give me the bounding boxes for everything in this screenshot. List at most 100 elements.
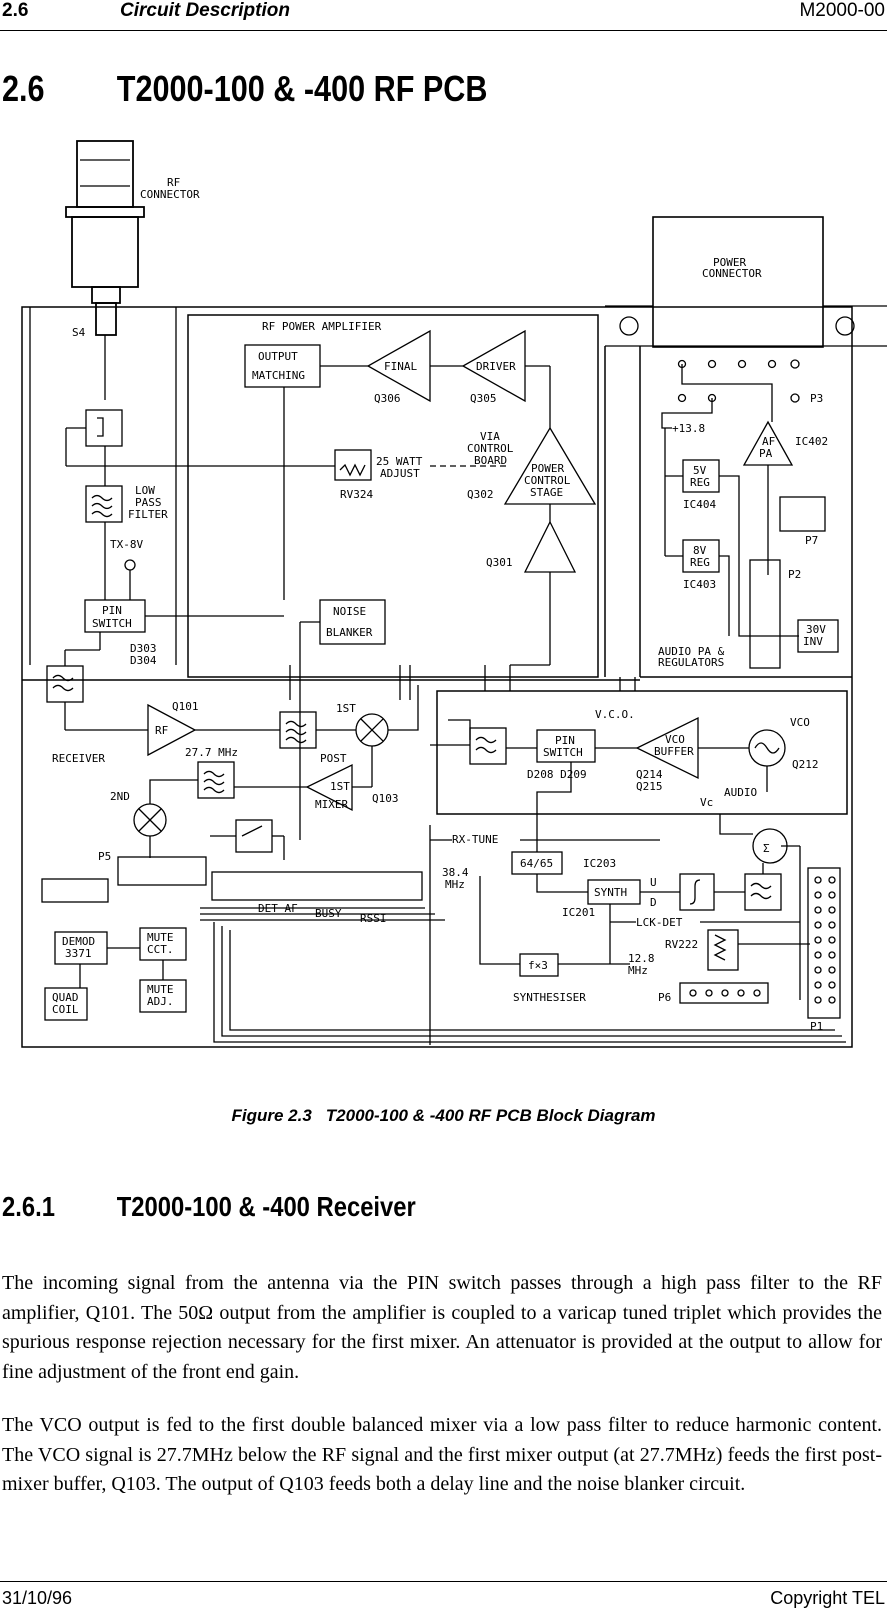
svg-text:P1: P1 — [810, 1020, 823, 1033]
svg-text:AF: AF — [762, 435, 775, 448]
page-footer: 31/10/96 Copyright TEL — [0, 1581, 887, 1614]
s4-label: S4 — [72, 326, 86, 339]
fx3-box — [519, 953, 559, 977]
svg-text:D304: D304 — [130, 654, 157, 667]
pin-switch-vco — [536, 729, 596, 763]
rf-connector — [65, 140, 145, 336]
loop-filter-box — [744, 873, 782, 911]
footer-copyright: Copyright TEL — [770, 1588, 885, 1608]
svg-text:REGULATORS: REGULATORS — [658, 656, 724, 669]
svg-text:+13.8: +13.8 — [672, 422, 705, 435]
svg-text:RSSI: RSSI — [360, 912, 387, 925]
svg-text:1ST: 1ST — [336, 702, 356, 715]
svg-text:LOW: LOW — [135, 484, 155, 497]
svg-text:SWITCH: SWITCH — [92, 617, 132, 630]
svg-text:RX-TUNE: RX-TUNE — [452, 833, 498, 846]
svg-text:D: D — [650, 896, 657, 909]
svg-text:Σ: Σ — [763, 842, 770, 855]
svg-text:Q212: Q212 — [792, 758, 819, 771]
rv324-trimmer — [334, 449, 372, 481]
svg-text:SWITCH: SWITCH — [543, 746, 583, 759]
svg-text:38.4: 38.4 — [442, 866, 469, 879]
svg-text:Q214: Q214 — [636, 768, 663, 781]
svg-text:DEMOD: DEMOD — [62, 935, 95, 948]
low-pass-filter — [85, 485, 123, 523]
figure-caption-text: T2000-100 & -400 RF PCB Block Diagram — [325, 1106, 656, 1125]
svg-text:TX-8V: TX-8V — [110, 538, 143, 551]
synthesiser-label: SYNTHESISER — [513, 991, 586, 1004]
svg-text:3371: 3371 — [65, 947, 92, 960]
svg-text:MATCHING: MATCHING — [252, 369, 305, 382]
svg-text:BLANKER: BLANKER — [326, 626, 373, 639]
svg-text:INV: INV — [803, 635, 823, 648]
body-paragraph: The incoming signal from the antenna via… — [2, 1272, 882, 1383]
svg-text:MUTE: MUTE — [147, 983, 174, 996]
svg-text:VIA: VIA — [480, 430, 500, 443]
svg-text:P3: P3 — [810, 392, 823, 405]
svg-text:Q101: Q101 — [172, 700, 199, 713]
blanker-switch — [235, 819, 273, 853]
block-diagram: RF CONNECTOR POWER CONNECTOR S4 LOW PASS… — [21, 140, 887, 1048]
svg-text:27.7 MHz: 27.7 MHz — [185, 746, 238, 759]
q301-stage — [523, 520, 577, 573]
rv222-trimmer — [707, 929, 739, 971]
mhz277-filter — [197, 761, 235, 799]
receiver-label: RECEIVER — [52, 752, 105, 765]
svg-text:V.C.O.: V.C.O. — [595, 708, 635, 721]
svg-text:CCT.: CCT. — [147, 943, 174, 956]
svg-text:POST: POST — [320, 752, 347, 765]
svg-text:COIL: COIL — [52, 1003, 79, 1016]
svg-text:P7: P7 — [805, 534, 818, 547]
svg-text:RF: RF — [155, 724, 168, 737]
svg-text:P2: P2 — [788, 568, 801, 581]
section-number: 2.6 — [2, 68, 45, 109]
rf-amplifier — [147, 703, 197, 757]
svg-text:PA: PA — [759, 447, 773, 460]
svg-text:QUAD: QUAD — [52, 991, 79, 1004]
svg-text:ADJ.: ADJ. — [147, 995, 174, 1008]
svg-text:BUFFER: BUFFER — [654, 745, 694, 758]
integrator-box — [679, 873, 715, 911]
svg-text:IC203: IC203 — [583, 857, 616, 870]
rf-connector-label: RF — [167, 176, 180, 189]
svg-text:PASS: PASS — [135, 496, 162, 509]
svg-text:MHz: MHz — [445, 878, 465, 891]
svg-text:SYNTH: SYNTH — [594, 886, 627, 899]
svg-text:Q305: Q305 — [470, 392, 497, 405]
p2-connector — [749, 559, 781, 669]
svg-text:1ST: 1ST — [330, 780, 350, 793]
svg-text:CONTROL: CONTROL — [524, 474, 571, 487]
svg-text:Q302: Q302 — [467, 488, 494, 501]
svg-text:30V: 30V — [806, 623, 826, 636]
svg-text:8V: 8V — [693, 544, 707, 557]
svg-text:POWER: POWER — [531, 462, 564, 475]
svg-text:P6: P6 — [658, 991, 671, 1004]
rf-power-amp-title: RF POWER AMPLIFIER — [262, 320, 382, 333]
power-connector — [605, 216, 887, 348]
svg-text:12.8: 12.8 — [628, 952, 655, 965]
svg-text:REG: REG — [690, 476, 710, 489]
p5-connector — [117, 856, 207, 886]
svg-text:IC403: IC403 — [683, 578, 716, 591]
header-title: Circuit Description — [120, 0, 290, 21]
page-header: 2.6 Circuit Description M2000-00 — [0, 0, 887, 31]
svg-text:Q103: Q103 — [372, 792, 399, 805]
rf-connector-label: CONNECTOR — [140, 188, 200, 201]
svg-text:AUDIO: AUDIO — [724, 786, 757, 799]
svg-text:25 WATT: 25 WATT — [376, 455, 423, 468]
svg-text:PIN: PIN — [102, 604, 122, 617]
quad-coil-box — [44, 987, 88, 1021]
svg-text:f×3: f×3 — [528, 959, 548, 972]
svg-text:NOISE: NOISE — [333, 605, 366, 618]
p7-connector — [779, 496, 826, 532]
rf-power-amp-panel — [187, 314, 599, 678]
inv30-box — [797, 619, 839, 653]
header-doc-id: M2000-00 — [799, 0, 885, 21]
svg-text:STAGE: STAGE — [530, 486, 563, 499]
triplet-filter — [279, 711, 317, 749]
svg-text:64/65: 64/65 — [520, 857, 553, 870]
svg-text:CONTROL: CONTROL — [467, 442, 514, 455]
